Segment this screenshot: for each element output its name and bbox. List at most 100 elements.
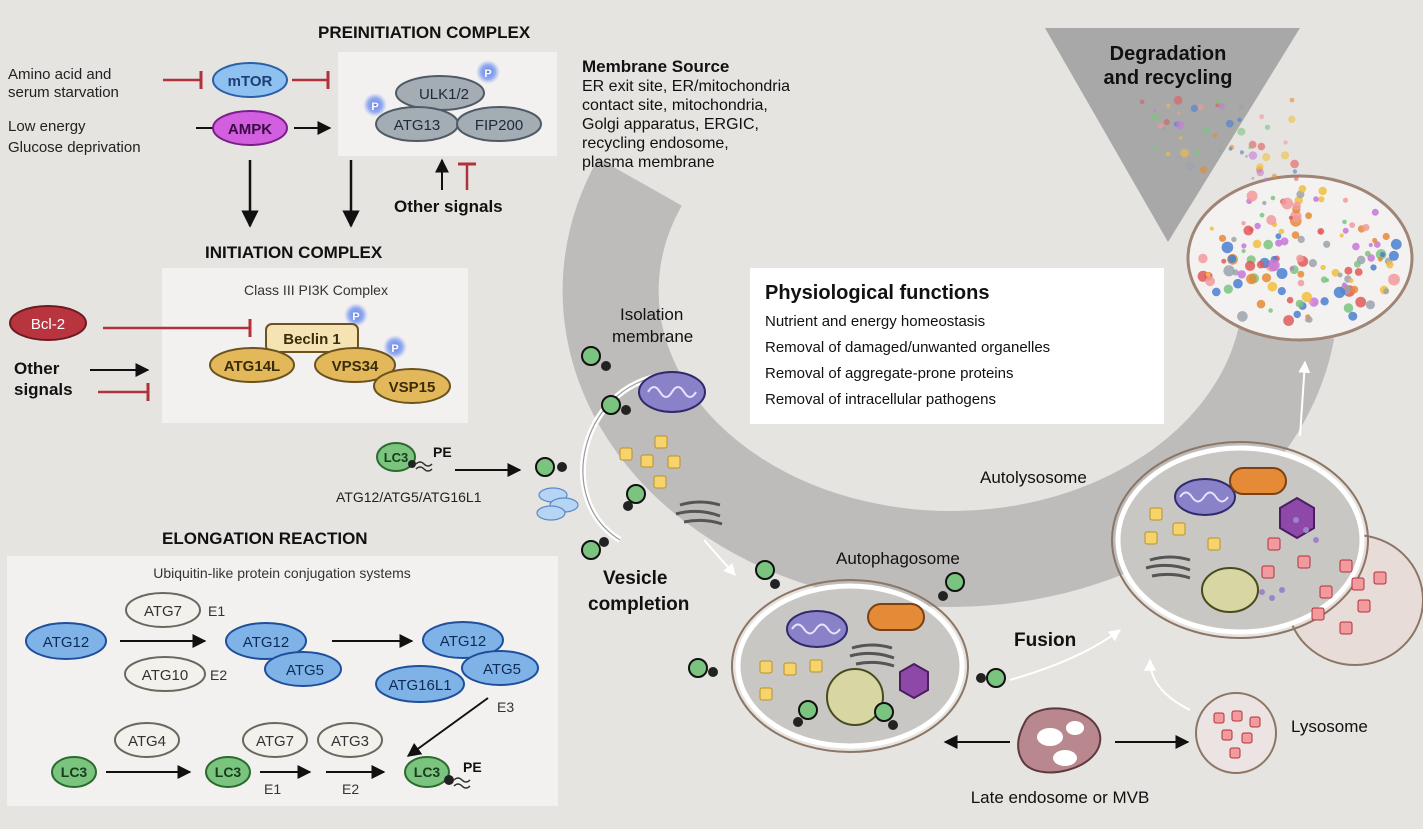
other-signals-label: signals: [14, 380, 73, 399]
degradation-label: and recycling: [1104, 67, 1233, 89]
beclin-node: [265, 323, 359, 353]
fip200-node: [456, 106, 542, 142]
amino-acid-label: Amino acid and: [8, 66, 111, 83]
isolation-membrane: Isolation membrane: [535, 305, 736, 576]
lc3-node: [404, 756, 450, 788]
atg16l1-label: ATG16L1: [388, 677, 451, 694]
atg3-label: ATG3: [331, 733, 369, 750]
membrane-source-line: ER exit site, ER/mitochondria: [582, 78, 790, 95]
pe-tail: [453, 777, 471, 789]
bcl2-node: [9, 305, 87, 341]
phospho-marker: [363, 93, 387, 117]
membrane-source: Membrane Source ER exit site, ER/mitocho…: [582, 57, 790, 171]
function-item: Nutrient and energy homeostasis: [765, 313, 985, 330]
atg12-node: [225, 622, 307, 660]
atg12-complex-label: ATG12/ATG5/ATG16L1: [336, 489, 482, 505]
atg7-label: ATG7: [256, 733, 294, 750]
degradation-section: Degradation and recycling: [1104, 43, 1414, 342]
low-energy-label: Low energy: [8, 118, 86, 135]
atg12-label: ATG12: [440, 633, 486, 650]
physiological-functions-box: Physiological functions Nutrient and ene…: [750, 268, 1164, 424]
vps34-node: [314, 347, 396, 383]
lc3-label: LC3: [215, 764, 242, 780]
lc3-label: LC3: [414, 764, 441, 780]
atg3-node: [317, 722, 383, 758]
autolysosome: Autolysosome: [980, 441, 1423, 666]
atg12-label: ATG12: [43, 634, 89, 651]
pi3k-subtitle: Class III PI3K Complex: [244, 282, 388, 298]
physiological-panel: [750, 268, 1164, 424]
vps34-label: VPS34: [332, 358, 379, 375]
function-item: Removal of intracellular pathogens: [765, 391, 996, 408]
lc3-node: [376, 442, 416, 472]
vesicle-completion-label: Vesicle: [603, 568, 667, 589]
phospho-label: P: [391, 343, 398, 355]
lc3-node: [51, 756, 97, 788]
function-item: Removal of aggregate-prone proteins: [765, 365, 1013, 382]
lc3-node: [205, 756, 251, 788]
beclin-label: Beclin 1: [283, 331, 341, 348]
membrane-source-line: contact site, mitochondria,: [582, 97, 768, 114]
atg7-node: [242, 722, 308, 758]
lc3-markers: [688, 560, 1006, 730]
phospho-marker: [476, 60, 500, 84]
initiation-title: INITIATION COMPLEX: [205, 243, 383, 262]
atg5-label: ATG5: [286, 662, 324, 679]
late-endosome: Late endosome or MVB: [943, 707, 1190, 807]
initiation-section: INITIATION COMPLEX Class III PI3K Comple…: [9, 243, 468, 423]
atg14l-node: [209, 347, 295, 383]
elongation-subtitle: Ubiquitin-like protein conjugation syste…: [153, 565, 411, 581]
phospho-marker: [344, 303, 368, 327]
atg12-label: ATG12: [243, 634, 289, 651]
pe-label: PE: [463, 759, 482, 775]
atg13-label: ATG13: [394, 117, 440, 134]
complex-blob: [536, 505, 566, 521]
membrane-source-line: recycling endosome,: [582, 135, 729, 152]
ampk-node: [212, 110, 288, 146]
elongation-section: ELONGATION REACTION Ubiquitin-like prote…: [7, 529, 558, 806]
atg12-node: [25, 622, 107, 660]
preinitiation-section: PREINITIATION COMPLEX Amino acid and ser…: [8, 23, 557, 228]
recycle-arrow: [1298, 360, 1311, 437]
glucose-deprivation-label: Glucose deprivation: [8, 139, 141, 156]
fip200-label: FIP200: [475, 117, 523, 134]
fusion-arrow: [1009, 629, 1121, 681]
membrane-source-line: Golgi apparatus, ERGIC,: [582, 116, 759, 133]
vsp15-label: VSP15: [389, 379, 436, 396]
autophagosome: Autophagosome: [688, 549, 1006, 753]
isolation-label: Isolation: [620, 305, 683, 324]
atg10-label: ATG10: [142, 667, 188, 684]
pe-tail: [415, 461, 433, 472]
phospho-label: P: [371, 101, 378, 113]
lc3-label: LC3: [384, 450, 409, 465]
atg4-node: [114, 722, 180, 758]
mtor-label: mTOR: [228, 73, 273, 90]
atg4-label: ATG4: [128, 733, 166, 750]
atg12-node: [422, 621, 504, 659]
atg10-node: [124, 656, 206, 692]
lysosome: Lysosome: [1195, 692, 1368, 774]
degraded-particles: [1139, 95, 1402, 326]
atg5-label: ATG5: [483, 661, 521, 678]
e1-label: E1: [264, 781, 281, 797]
pe-anchor: [408, 460, 416, 468]
e2-label: E2: [342, 781, 359, 797]
ampk-label: AMPK: [228, 121, 272, 138]
atg5-node: [264, 651, 342, 687]
degradation-label: Degradation: [1110, 43, 1227, 65]
lysosome-label: Lysosome: [1291, 717, 1368, 736]
atg16l1-node: [375, 665, 465, 703]
preinitiation-title: PREINITIATION COMPLEX: [318, 23, 531, 42]
late-endosome-label: Late endosome or MVB: [971, 788, 1150, 807]
mtor-node: [212, 62, 288, 98]
fusion-label: Fusion: [1014, 630, 1076, 651]
phospho-label: P: [484, 68, 491, 80]
pe-anchor: [444, 775, 454, 785]
vesicle-completion-label: completion: [588, 594, 689, 615]
phospho-marker: [383, 335, 407, 359]
e2-label: E2: [210, 667, 227, 683]
function-item: Removal of damaged/unwanted organelles: [765, 339, 1050, 356]
autophagosome-label: Autophagosome: [836, 549, 960, 568]
atg7-label: ATG7: [144, 603, 182, 620]
